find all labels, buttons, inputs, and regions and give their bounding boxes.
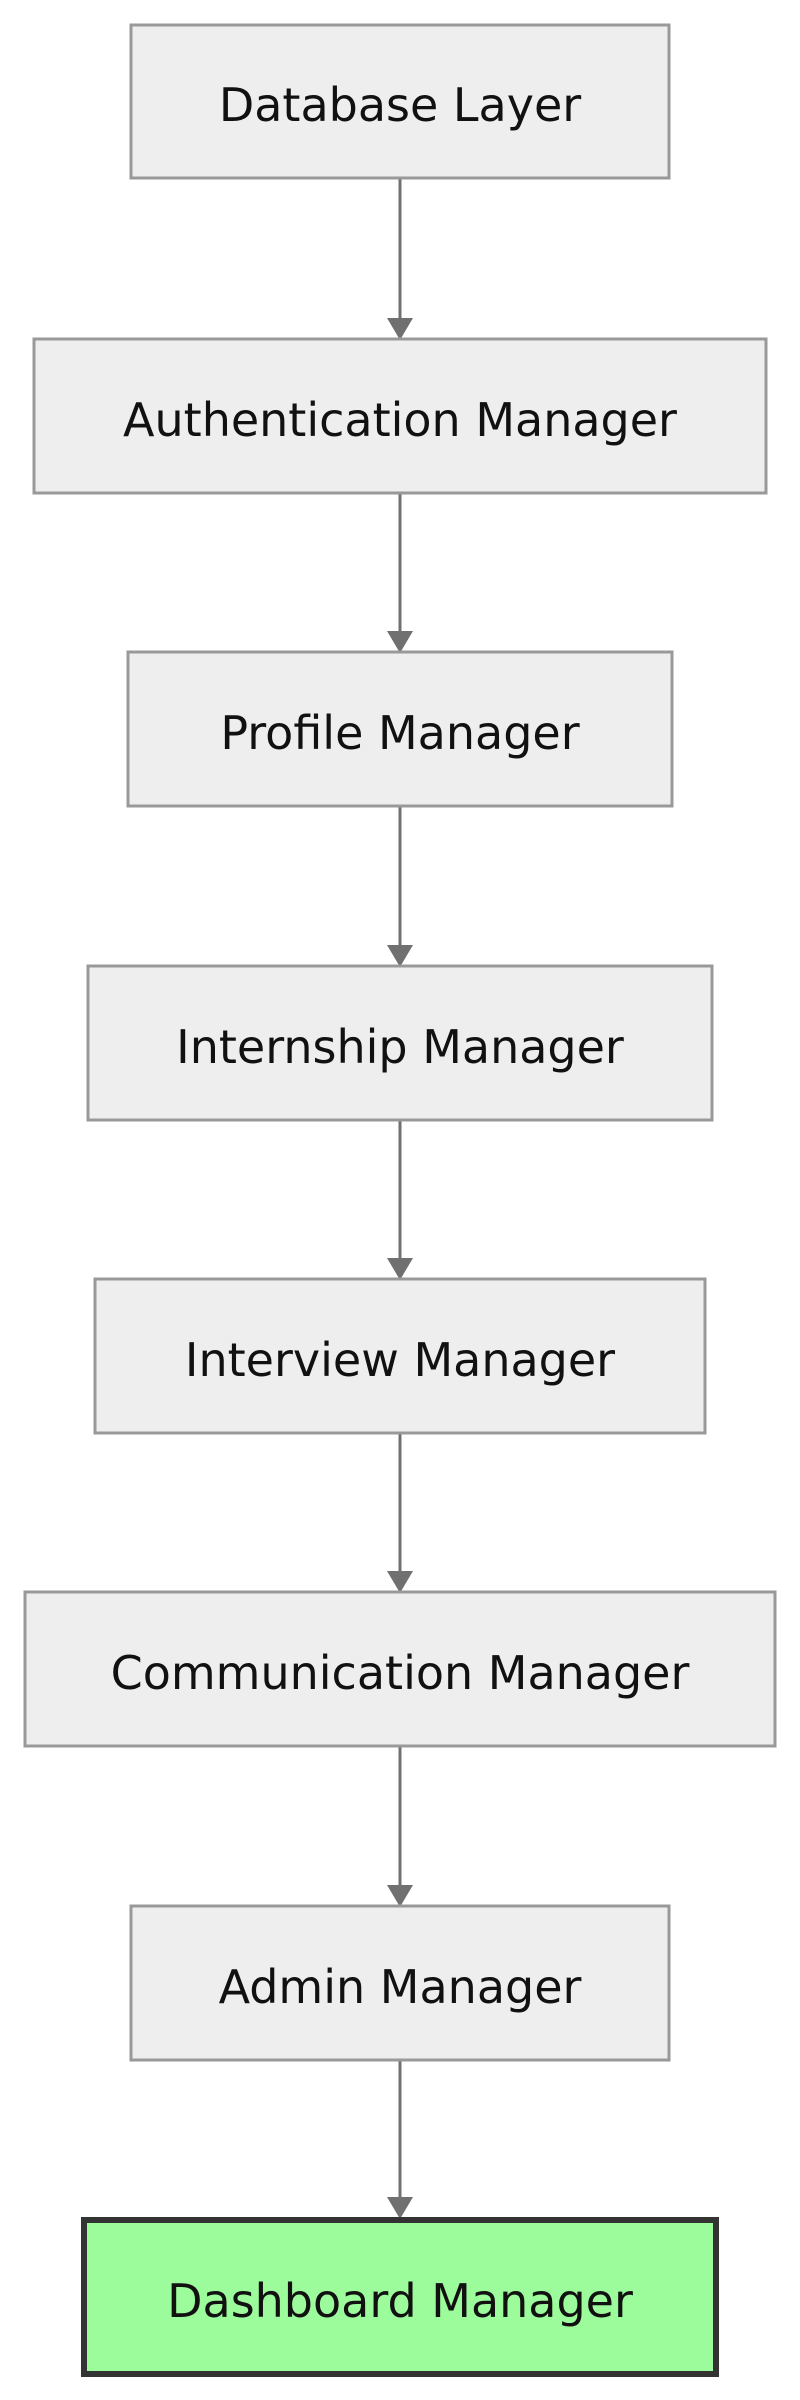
- node-interview-manager: Interview Manager: [93, 1277, 707, 1435]
- node-authentication-manager: Authentication Manager: [32, 337, 768, 495]
- node-box: [86, 964, 714, 1122]
- arrowhead-icon: [387, 1571, 413, 1593]
- arrowhead-icon: [387, 2197, 413, 2219]
- arrowhead-icon: [387, 631, 413, 653]
- edge-communication-to-admin: [387, 1746, 413, 1907]
- edge-internship-to-interview: [387, 1120, 413, 1280]
- node-admin-manager: Admin Manager: [129, 1904, 671, 2062]
- edge-database-to-authentication: [387, 178, 413, 340]
- node-label: Communication Manager: [111, 1646, 690, 1700]
- node-box: [129, 23, 671, 180]
- node-box: [129, 1904, 671, 2062]
- arrowhead-icon: [387, 1258, 413, 1280]
- edge-profile-to-internship: [387, 806, 413, 967]
- node-profile-manager: Profile Manager: [126, 650, 674, 808]
- edge-interview-to-communication: [387, 1433, 413, 1593]
- nodes-layer: Database Layer Authentication Manager Pr…: [23, 23, 777, 2377]
- node-label: Dashboard Manager: [167, 2274, 633, 2328]
- node-dashboard-manager: Dashboard Manager: [81, 2217, 719, 2377]
- node-label: Profile Manager: [220, 706, 579, 760]
- node-box: [23, 1590, 777, 1748]
- node-label: Interview Manager: [185, 1333, 615, 1387]
- node-database-layer: Database Layer: [129, 23, 671, 180]
- edges-layer: [387, 178, 413, 2219]
- edge-authentication-to-profile: [387, 493, 413, 653]
- node-box: [32, 337, 768, 495]
- node-label: Database Layer: [219, 78, 581, 132]
- node-communication-manager: Communication Manager: [23, 1590, 777, 1748]
- arrowhead-icon: [387, 1885, 413, 1907]
- node-label: Admin Manager: [219, 1960, 582, 2014]
- node-internship-manager: Internship Manager: [86, 964, 714, 1122]
- node-label: Internship Manager: [176, 1020, 624, 1074]
- node-box: [93, 1277, 707, 1435]
- arrowhead-icon: [387, 945, 413, 967]
- edge-admin-to-dashboard: [387, 2060, 413, 2219]
- node-box-highlighted: [81, 2217, 719, 2377]
- node-label: Authentication Manager: [123, 393, 677, 447]
- arrowhead-icon: [387, 318, 413, 340]
- node-box: [126, 650, 674, 808]
